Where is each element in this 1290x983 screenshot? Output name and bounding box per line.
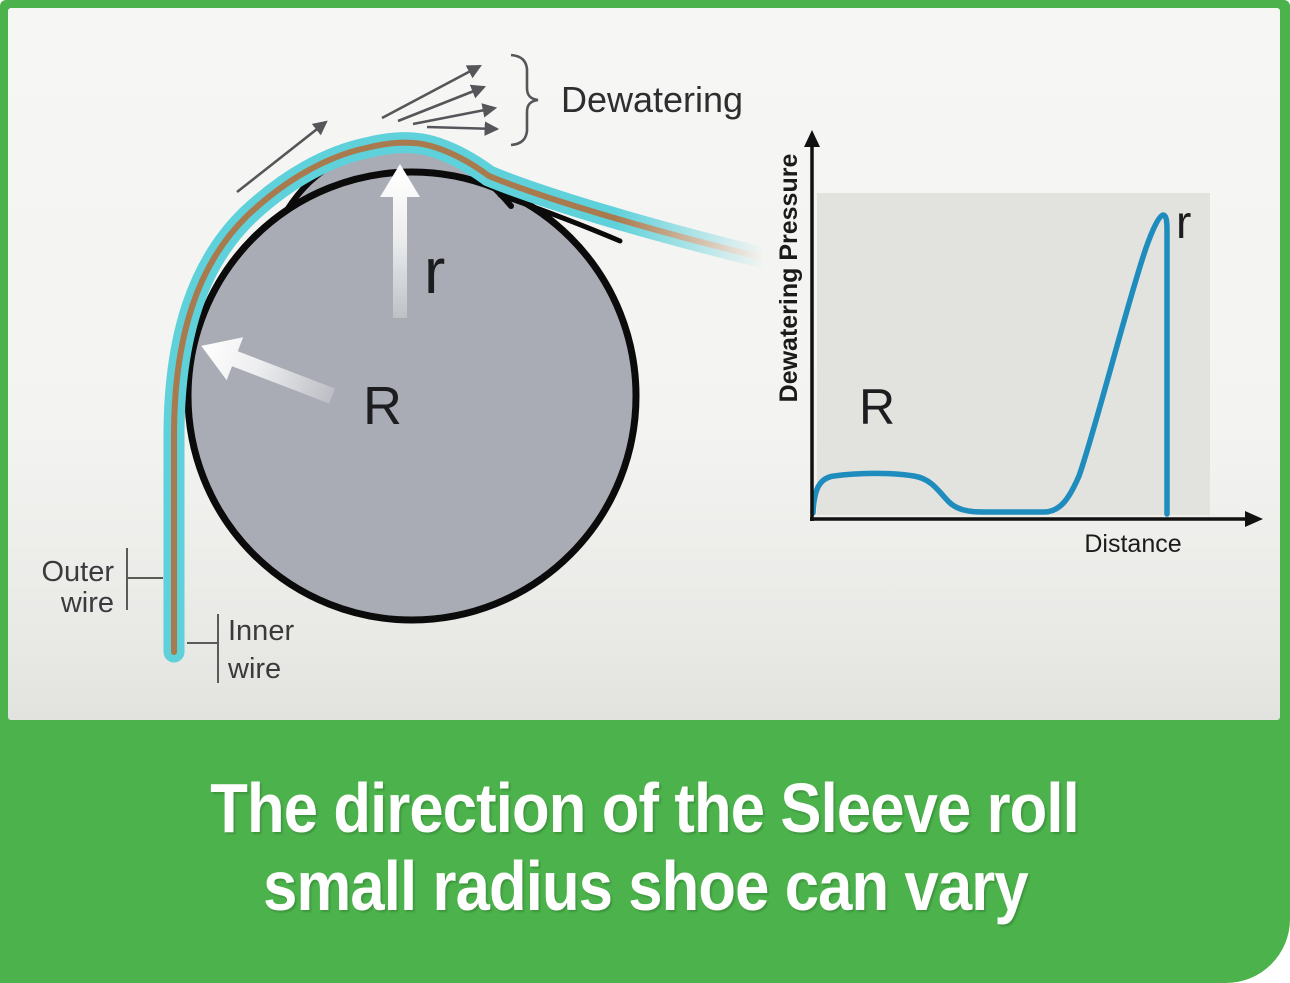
paper-web-band [171, 139, 763, 655]
y-axis-arrowhead [804, 130, 820, 147]
wire-band [163, 132, 771, 663]
pressure-chart: Dewatering Pressure Distance R r [775, 130, 1263, 558]
spray-arrow-2 [397, 84, 487, 123]
caption-banner: The direction of the Sleeve roll small r… [0, 720, 1290, 983]
spray-arrow-4 [426, 121, 500, 136]
chart-y-axis-label: Dewatering Pressure [775, 154, 803, 403]
dewatering-label: Dewatering [561, 79, 743, 120]
small-radius-arrow [380, 164, 420, 318]
dewatering-bracket [510, 53, 539, 147]
outer-wire-label-line1: Outer [41, 556, 114, 588]
dewatering-annotation [236, 53, 539, 194]
x-axis-arrowhead [1245, 511, 1263, 527]
large-radius-arrow [201, 337, 335, 404]
outer-wire-label-line2: wire [60, 587, 114, 619]
caption-line-2: small radius shoe can vary [262, 846, 1029, 925]
small-radius-label: r [424, 235, 445, 307]
sleeve-roll-diagram: r R Dewatering [41, 53, 1263, 685]
web-run-direction-arrow [236, 120, 328, 194]
caption-line-1: The direction of the Sleeve roll [210, 768, 1081, 847]
chart-x-axis-label: Distance [1084, 530, 1181, 558]
roll-circle [184, 168, 640, 624]
radius-arrows: r R [201, 164, 445, 436]
inner-wire-label-line1: Inner [228, 615, 294, 647]
diagram-panel: r R Dewatering [8, 8, 1280, 720]
wire-callouts: Outer wire Inner wire [41, 548, 294, 685]
spray-arrow-1 [381, 64, 482, 120]
spray-arrow-3 [412, 103, 498, 126]
large-radius-label: R [363, 376, 402, 436]
chart-peak-label: r [1176, 196, 1191, 248]
inner-wire-label-line2: wire [227, 653, 281, 685]
chart-large-radius-label: R [859, 379, 895, 435]
shoe-outline-tail [497, 192, 623, 244]
pressure-curve [810, 212, 1170, 517]
